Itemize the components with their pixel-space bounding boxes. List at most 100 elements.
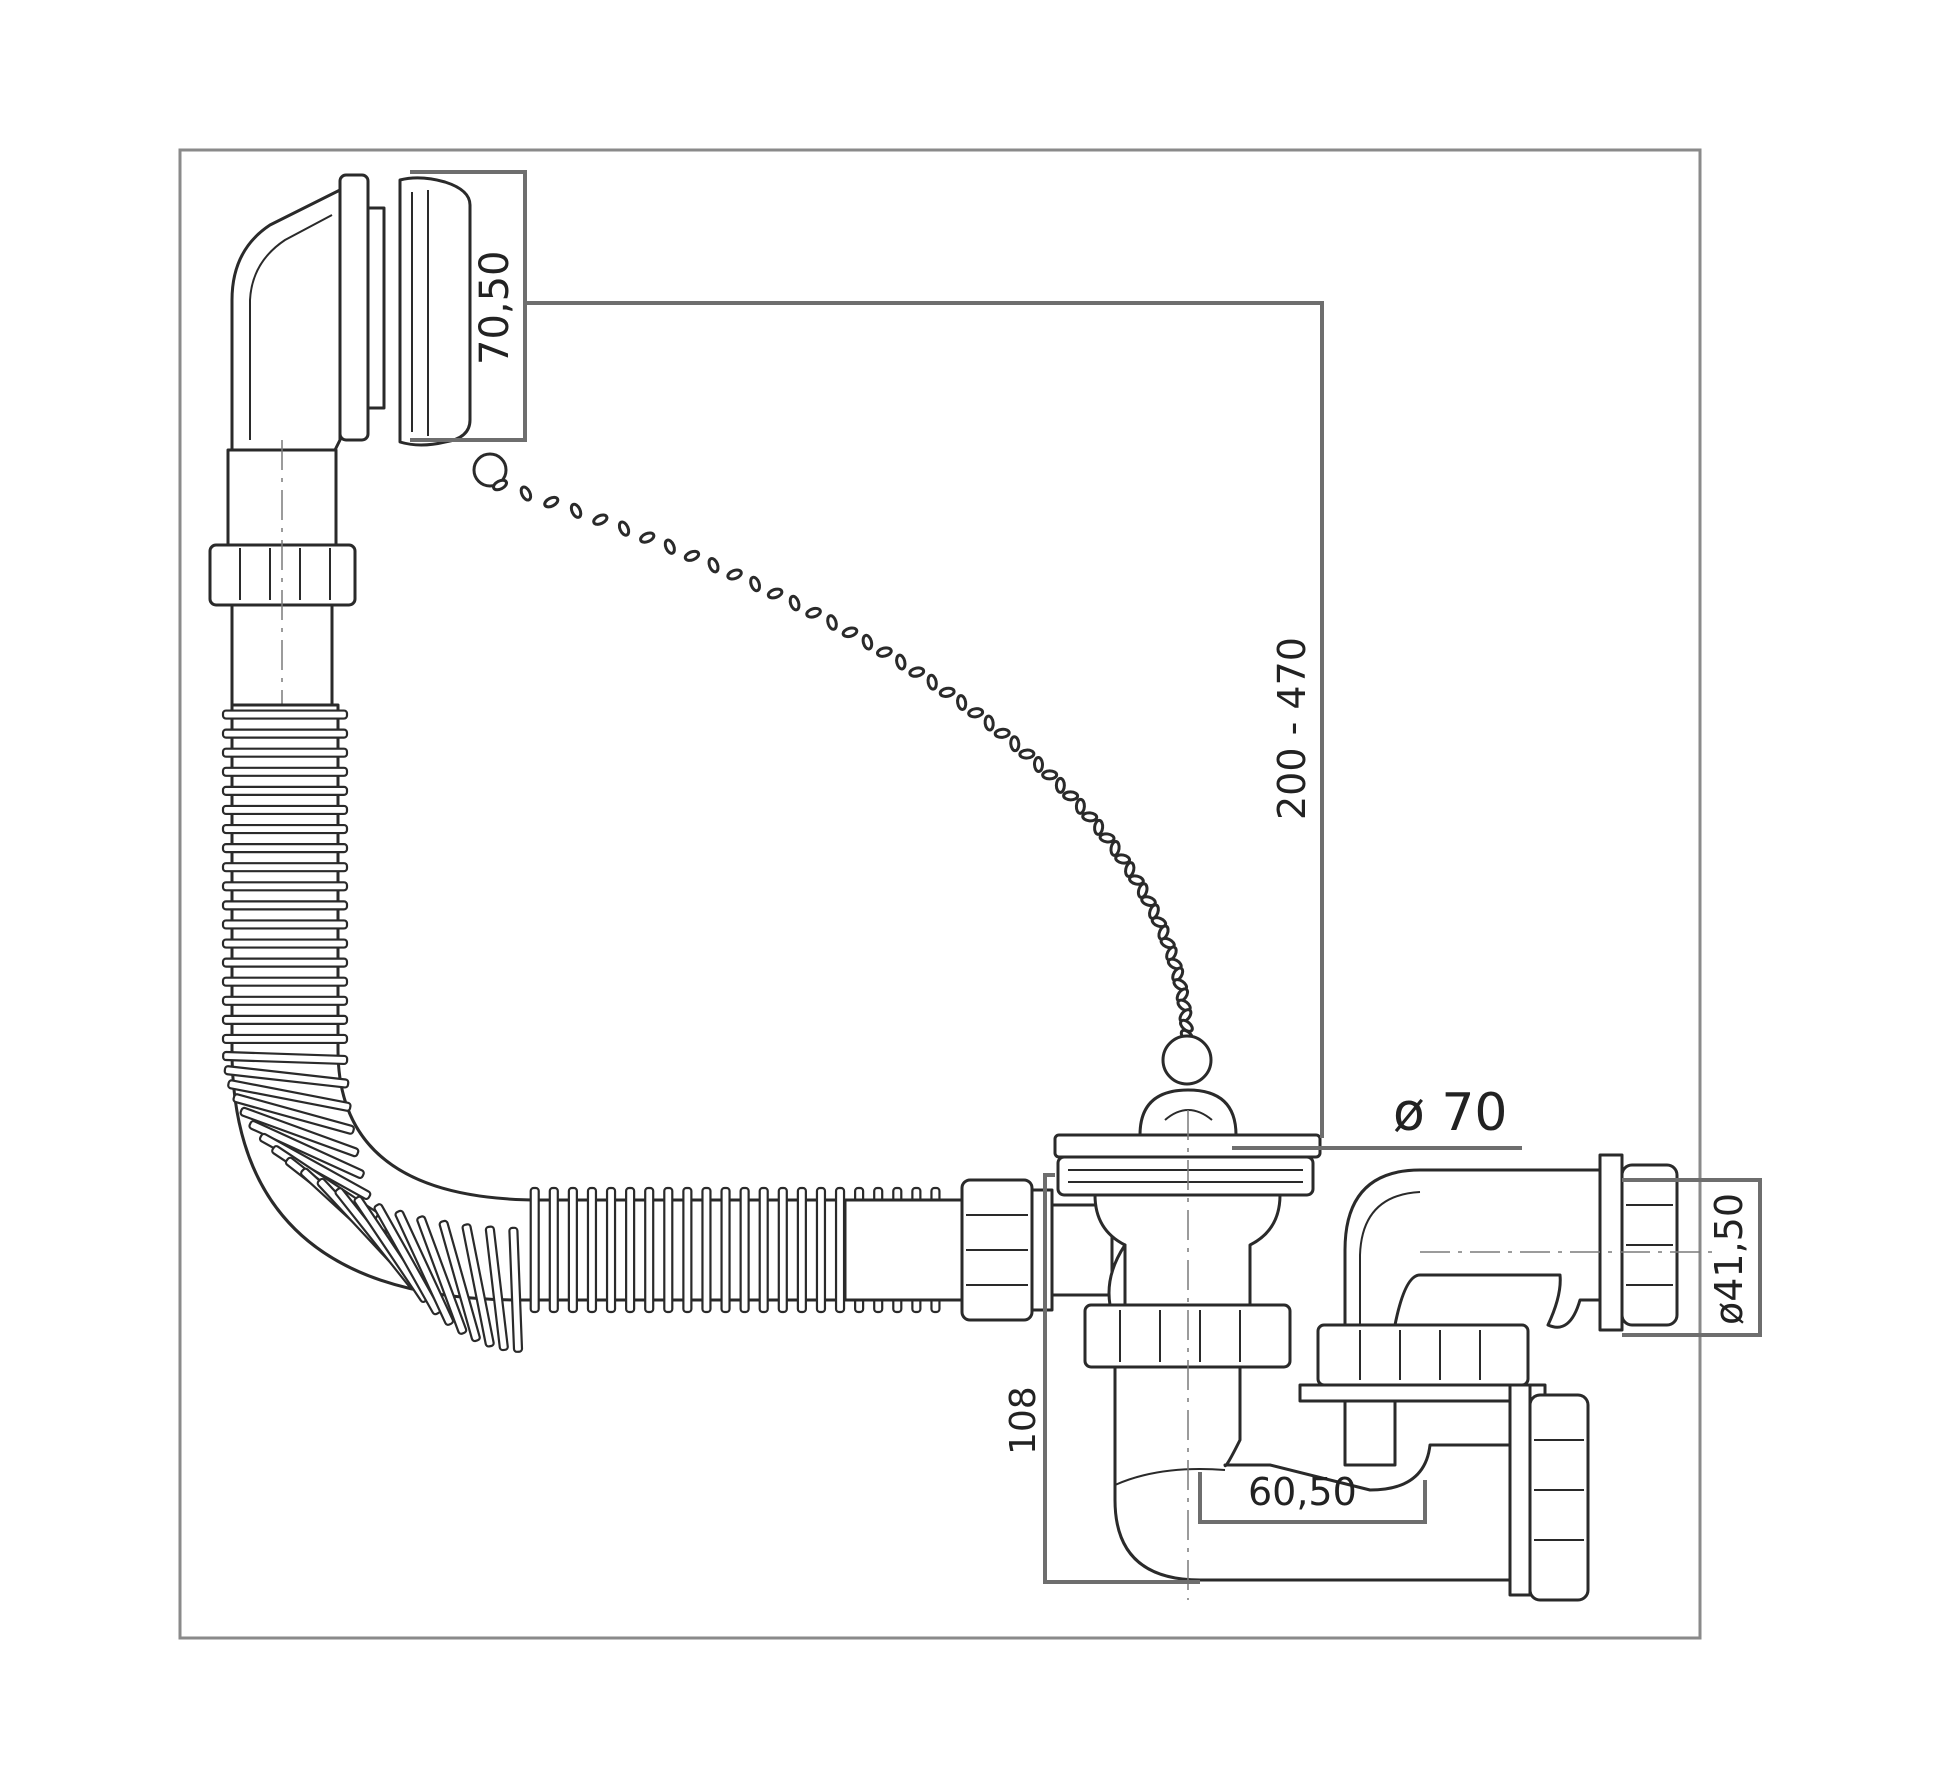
- overflow-assembly: [208, 173, 472, 1080]
- drawing-frame: [178, 148, 1702, 1640]
- dim-trap-height-lines: [1043, 1173, 1200, 1584]
- chain-link: [1032, 755, 1044, 773]
- hose-rib: [221, 919, 349, 930]
- chain-link: [569, 502, 583, 519]
- hose-rib: [239, 1106, 360, 1158]
- chain-link: [826, 614, 838, 631]
- chain-link: [1054, 776, 1066, 794]
- hose-rib: [227, 1079, 352, 1112]
- hose-rib: [739, 1186, 750, 1314]
- trap-riser-washer: [1298, 1383, 1547, 1403]
- label-trap-height: 108: [1003, 1386, 1044, 1455]
- hose-rib: [221, 804, 349, 816]
- hose-rib: [682, 1186, 693, 1314]
- dim-outlet-diameter-lines: [1622, 1178, 1762, 1337]
- dim-adjust-range-lines: [525, 301, 1324, 1138]
- outlet-elbow: [1343, 1168, 1602, 1329]
- hose-rib: [221, 900, 349, 911]
- siphon-trap: [1083, 1110, 1720, 1602]
- hose-rib: [508, 1226, 524, 1353]
- hose-rib: [484, 1225, 509, 1352]
- chain-link: [683, 549, 701, 562]
- hose-rib: [605, 1186, 617, 1314]
- hose-rib: [221, 1033, 349, 1045]
- outlet-nut-grooves: [1534, 1439, 1584, 1541]
- dim-overflow-height-lines: [410, 170, 527, 442]
- hose-rib: [221, 728, 349, 739]
- hose-rib: [223, 1065, 350, 1089]
- overflow-flange-inner: [338, 173, 370, 442]
- hose-rib: [644, 1186, 655, 1314]
- chain-link: [1140, 895, 1157, 907]
- hose-rib: [373, 1203, 442, 1316]
- hose-rib: [222, 1050, 349, 1066]
- dim-trap-offset-lines: [1198, 1472, 1427, 1524]
- chain-link: [895, 653, 907, 671]
- hose-rib: [796, 1186, 807, 1314]
- hose-rib: [221, 766, 349, 777]
- outlet-flange: [1598, 1153, 1624, 1332]
- chain-link: [938, 686, 956, 698]
- hose-rib: [815, 1186, 827, 1314]
- hose-rib: [221, 785, 349, 796]
- label-adjust-range: 200 - 470: [1270, 637, 1314, 820]
- chain-link: [956, 694, 968, 711]
- hose-rib: [248, 1120, 365, 1180]
- hose-rib: [221, 709, 349, 720]
- hose-rib: [758, 1186, 769, 1314]
- hose-rib: [221, 995, 349, 1006]
- hose-rib: [232, 1093, 355, 1135]
- chain-link: [1109, 839, 1121, 857]
- label-drain-diameter: ø 70: [1393, 1083, 1508, 1143]
- drain-flange-ribs: [1068, 1169, 1303, 1183]
- trap-riser-nut: [1316, 1323, 1530, 1387]
- chain-ball: [1161, 1034, 1213, 1086]
- hose-rib: [586, 1186, 598, 1314]
- dimension-lines: [410, 170, 1762, 1584]
- hose-rib: [529, 1186, 540, 1314]
- label-overflow-height: 70,50: [472, 250, 518, 365]
- chain-link: [1018, 748, 1036, 760]
- hose-rib: [394, 1209, 455, 1326]
- chain-link: [1124, 861, 1136, 878]
- hose-rib: [221, 957, 349, 968]
- hose-rib: [221, 938, 349, 949]
- hose-rib: [221, 843, 349, 854]
- chain-link: [663, 538, 676, 555]
- outlet-elbow-contour: [1359, 1191, 1421, 1325]
- corrugated-hose-ribs: [221, 709, 941, 1353]
- overflow-elbow-contour: [249, 214, 333, 440]
- hose-rib: [720, 1186, 731, 1314]
- chain-link: [908, 666, 926, 678]
- chain-link: [592, 513, 609, 526]
- label-trap-offset: 60,50: [1248, 1470, 1357, 1514]
- trap-u-bend: [1113, 1365, 1512, 1582]
- outlet-collar: [1508, 1383, 1532, 1597]
- overflow-cover-ridges: [411, 190, 429, 436]
- chain-link: [967, 707, 985, 719]
- chain-link: [1098, 832, 1116, 844]
- chain-link: [1041, 769, 1059, 781]
- hose-rib: [701, 1186, 712, 1314]
- hose-rib: [221, 823, 349, 835]
- chain-link: [492, 478, 508, 492]
- hose-rib: [221, 1014, 349, 1025]
- chain-link: [543, 495, 560, 509]
- trap-u-contour: [1114, 1468, 1226, 1486]
- chain-link: [983, 714, 995, 732]
- chain-link: [1136, 882, 1149, 899]
- hose-rib: [461, 1223, 495, 1348]
- overflow-nut-grooves: [239, 548, 331, 600]
- chain-link: [726, 568, 743, 581]
- chain-link: [788, 594, 801, 612]
- hose-rib: [221, 862, 349, 873]
- hose-rib: [625, 1186, 636, 1314]
- chain-link: [707, 556, 720, 574]
- chain-link: [766, 587, 784, 600]
- trap-top-nut-grooves: [1119, 1310, 1241, 1362]
- hose-rib: [416, 1215, 468, 1335]
- chain-link: [1114, 853, 1132, 865]
- hose-rib: [438, 1219, 481, 1343]
- hose-rib: [221, 747, 349, 758]
